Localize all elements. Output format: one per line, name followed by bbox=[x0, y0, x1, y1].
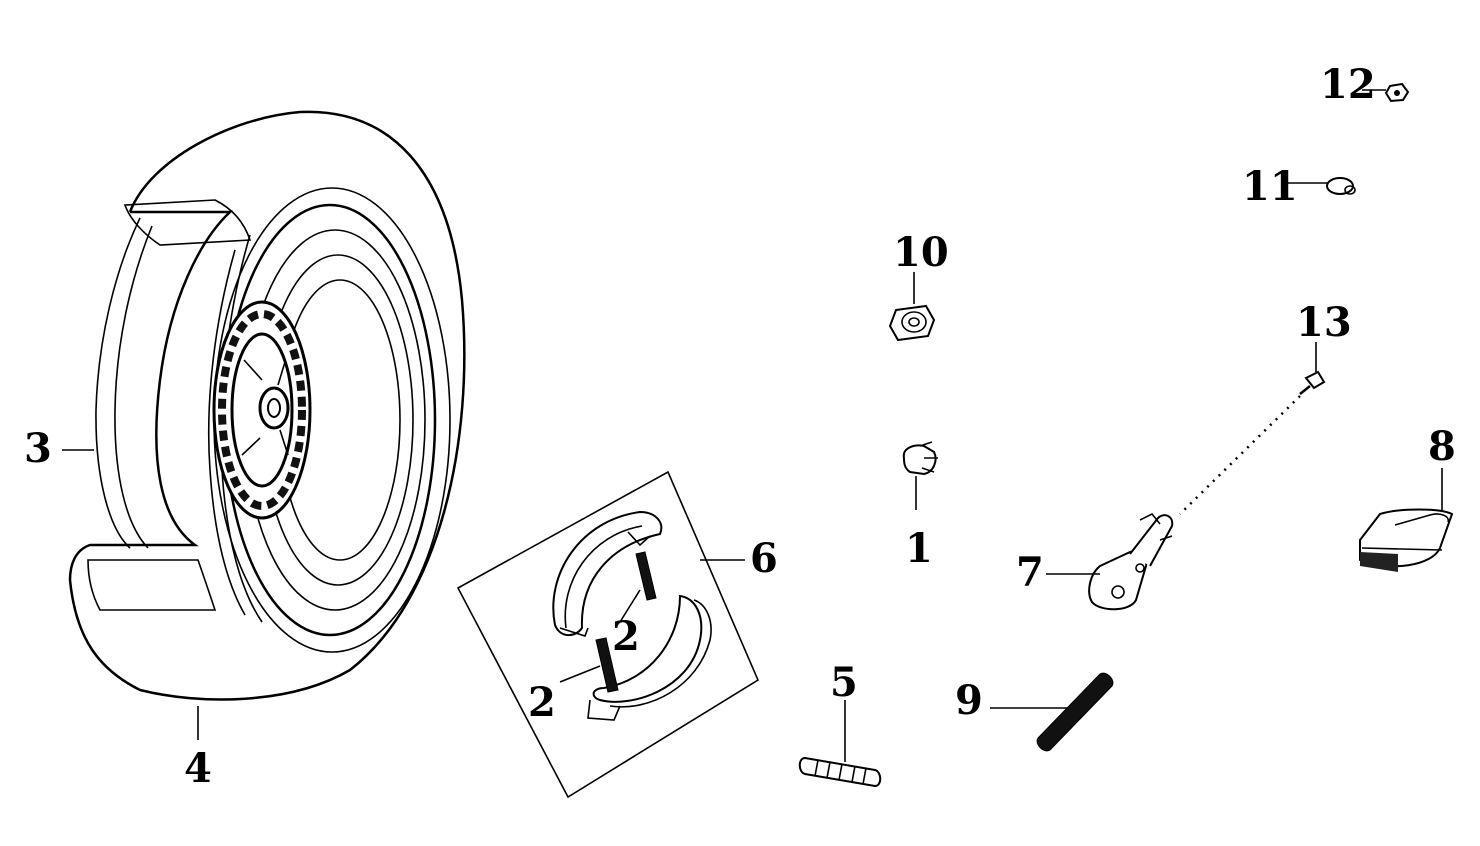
brake-shoe-set bbox=[456, 470, 760, 799]
callout-4: 4 bbox=[184, 745, 212, 792]
callout-3: 3 bbox=[24, 425, 52, 472]
callout-2-lower: 2 bbox=[528, 679, 556, 726]
screw bbox=[1299, 370, 1326, 395]
callout-5: 5 bbox=[830, 659, 858, 706]
axle-bolt bbox=[798, 756, 882, 788]
valve-cap bbox=[902, 441, 938, 476]
callout-12: 12 bbox=[1320, 61, 1376, 108]
callout-9: 9 bbox=[955, 677, 983, 724]
callout-10: 10 bbox=[893, 229, 949, 276]
brake-arm bbox=[1088, 512, 1174, 611]
sprocket-hub bbox=[212, 300, 312, 520]
brake-spring bbox=[635, 551, 657, 601]
flange-nut bbox=[888, 304, 936, 342]
callout-8: 8 bbox=[1428, 423, 1456, 470]
callout-6: 6 bbox=[750, 535, 778, 582]
callout-13: 13 bbox=[1296, 299, 1352, 346]
callout-11: 11 bbox=[1242, 163, 1298, 210]
callout-1: 1 bbox=[905, 525, 933, 572]
callout-2-upper: 2 bbox=[612, 613, 640, 660]
dome-nut bbox=[1326, 177, 1356, 195]
rubber-pad bbox=[1359, 508, 1454, 572]
assembly-guide-line bbox=[1179, 395, 1301, 515]
callout-7: 7 bbox=[1016, 549, 1044, 596]
rod bbox=[1036, 672, 1114, 752]
small-nut bbox=[1384, 82, 1410, 103]
